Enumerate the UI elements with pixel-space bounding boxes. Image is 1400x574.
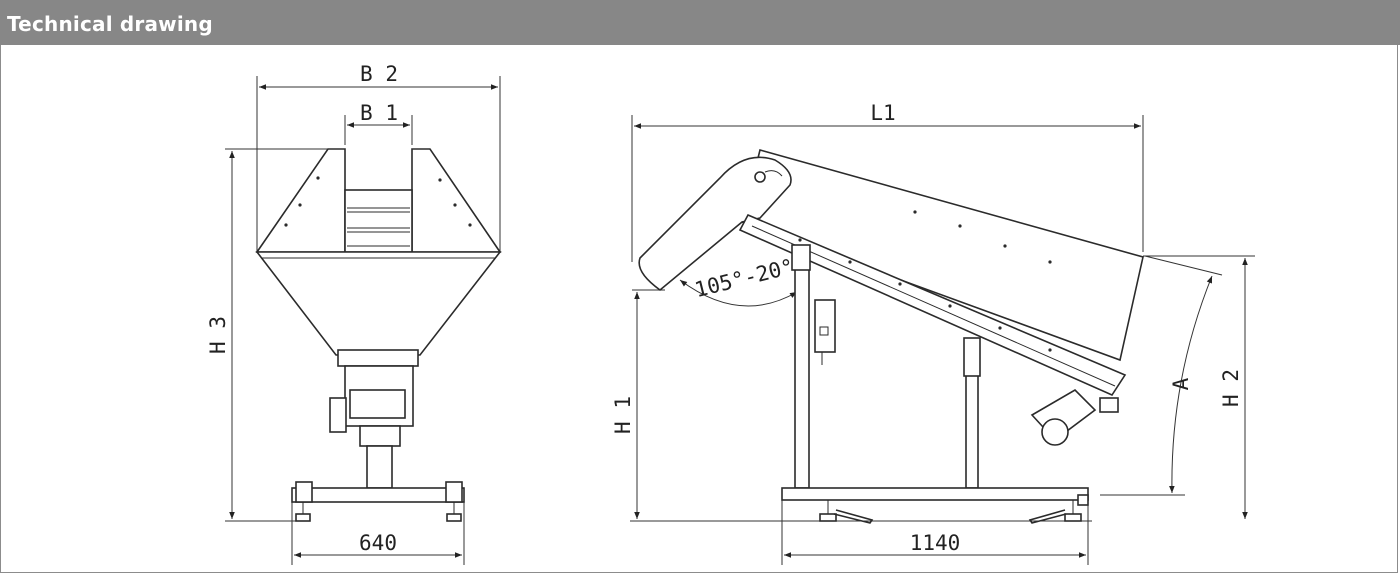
- dim-arc-a: [1169, 275, 1213, 494]
- label-l1: L1: [870, 101, 895, 125]
- side-hopper-lid: [638, 156, 792, 292]
- technical-drawing: B 2 B 1 H 3 640: [206, 62, 1255, 565]
- conveyor-belt: [738, 213, 1127, 397]
- label-h1: H 1: [611, 396, 635, 434]
- label-b1: B 1: [360, 101, 398, 125]
- front-extension-lines: [225, 76, 501, 565]
- dim-arc-angle: [679, 279, 798, 307]
- label-1140: 1140: [910, 531, 961, 555]
- hopper-funnel: [255, 251, 502, 356]
- section-title: Technical drawing: [7, 12, 213, 36]
- label-a: A: [1169, 377, 1193, 390]
- rear-post: [965, 371, 979, 489]
- side-view: L1 105°-20° H 1 A H 2 1140: [611, 101, 1255, 565]
- label-h3: H 3: [206, 316, 230, 354]
- side-feet: [819, 494, 1089, 524]
- section-header: Technical drawing: [0, 0, 1400, 45]
- drive-handwheel: [329, 397, 347, 433]
- drive-top: [337, 349, 419, 367]
- control-box: [814, 299, 836, 353]
- front-feet: [295, 502, 462, 522]
- label-h2: H 2: [1219, 369, 1243, 407]
- motor: [359, 425, 401, 447]
- hopper-right-wall: [411, 148, 502, 253]
- hopper-left-wall: [255, 148, 346, 253]
- side-base: [781, 487, 1089, 501]
- label-640: 640: [359, 531, 397, 555]
- front-base: [291, 487, 465, 503]
- front-post: [794, 267, 810, 489]
- center-chute: [344, 189, 413, 253]
- front-column: [366, 445, 393, 489]
- label-b2: B 2: [360, 62, 398, 86]
- label-angle: 105°-20°: [692, 254, 796, 302]
- front-view: B 2 B 1 H 3 640: [206, 62, 502, 565]
